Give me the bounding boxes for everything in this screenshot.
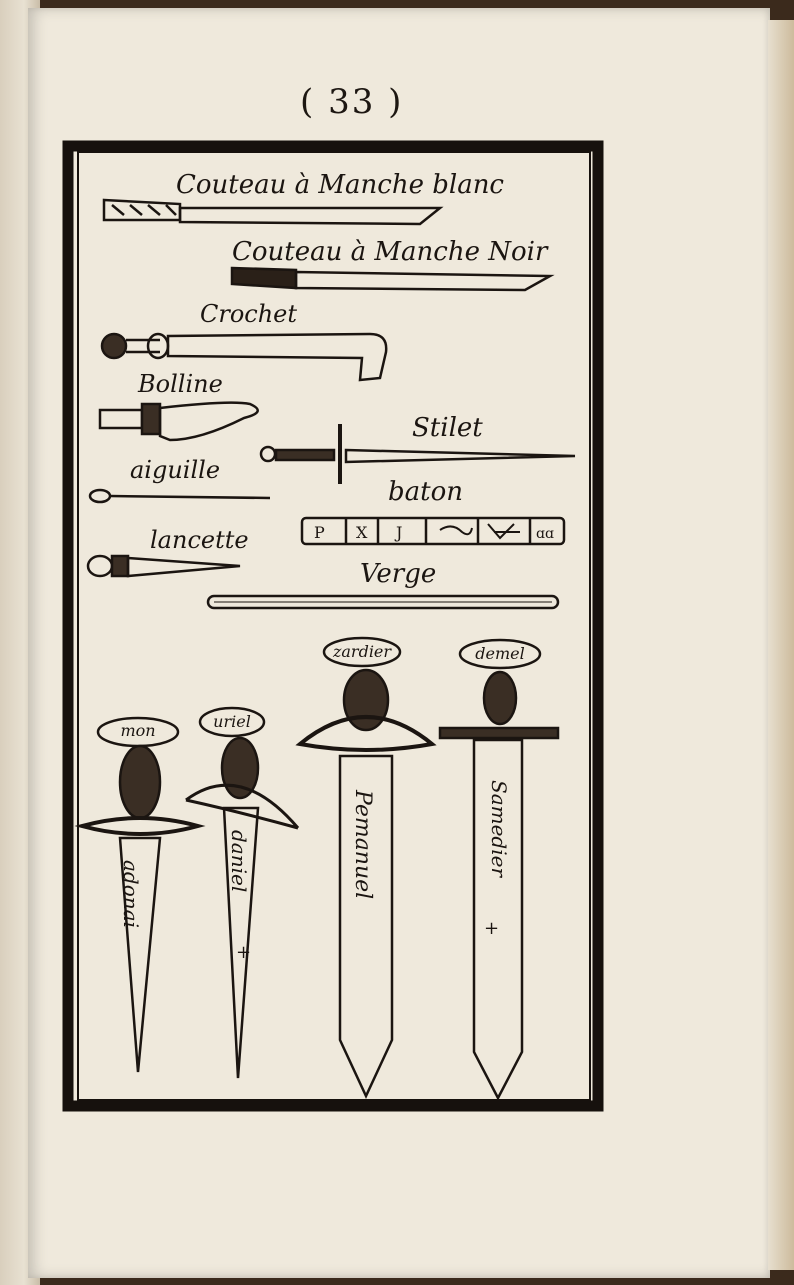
baton-sigil-4	[439, 525, 473, 536]
engraving-frame	[62, 140, 604, 1112]
bolline-sickle	[98, 401, 259, 442]
label-lancette: lancette	[150, 526, 249, 554]
lancet	[86, 554, 241, 578]
label-stilet: Stilet	[412, 413, 483, 443]
black-handled-knife	[230, 266, 555, 292]
baton-mark-1: P	[314, 523, 325, 542]
sword-3-blade-text: Pemanuel	[350, 789, 375, 899]
sword-4-tag: demel	[475, 644, 524, 663]
baton-mark-3: J	[394, 523, 402, 542]
page-number: ( 33 )	[300, 82, 404, 122]
crochet-hook	[100, 332, 388, 382]
label-couteau-blanc: Couteau à Manche blanc	[176, 170, 504, 200]
sword-1-blade-text: adonai	[119, 860, 143, 928]
baton-wand	[300, 516, 566, 546]
label-couteau-noir: Couteau à Manche Noir	[232, 237, 549, 267]
label-baton: baton	[388, 477, 463, 507]
label-bolline: Bolline	[137, 370, 223, 398]
sword-1-tag: mon	[120, 721, 155, 740]
sword-3	[295, 636, 437, 1099]
label-verge: Verge	[360, 559, 436, 589]
label-crochet: Crochet	[200, 300, 297, 328]
label-aiguille: aiguille	[130, 456, 220, 484]
sword-2-tag: uriel	[213, 712, 251, 731]
baton-sigil-5	[487, 523, 520, 540]
baton-mark-6: ɑɑ	[536, 526, 554, 542]
sword-2-cross: +	[236, 942, 251, 963]
sword-4	[438, 638, 560, 1101]
sword-1	[74, 716, 206, 1073]
white-handled-knife	[102, 198, 444, 226]
sword-4-blade-text: Samedier	[487, 780, 511, 878]
sword-2-blade-text: daniel	[227, 830, 251, 892]
verge-rod	[206, 594, 560, 610]
right-page-edge	[768, 20, 794, 1270]
stiletto	[259, 424, 576, 484]
needle	[88, 488, 271, 504]
sword-2	[185, 706, 300, 1079]
sword-3-tag: zardier	[332, 642, 392, 661]
baton-mark-2: X	[356, 523, 368, 542]
engraving-inner-frame	[77, 151, 591, 1101]
sword-4-cross: +	[484, 918, 499, 939]
